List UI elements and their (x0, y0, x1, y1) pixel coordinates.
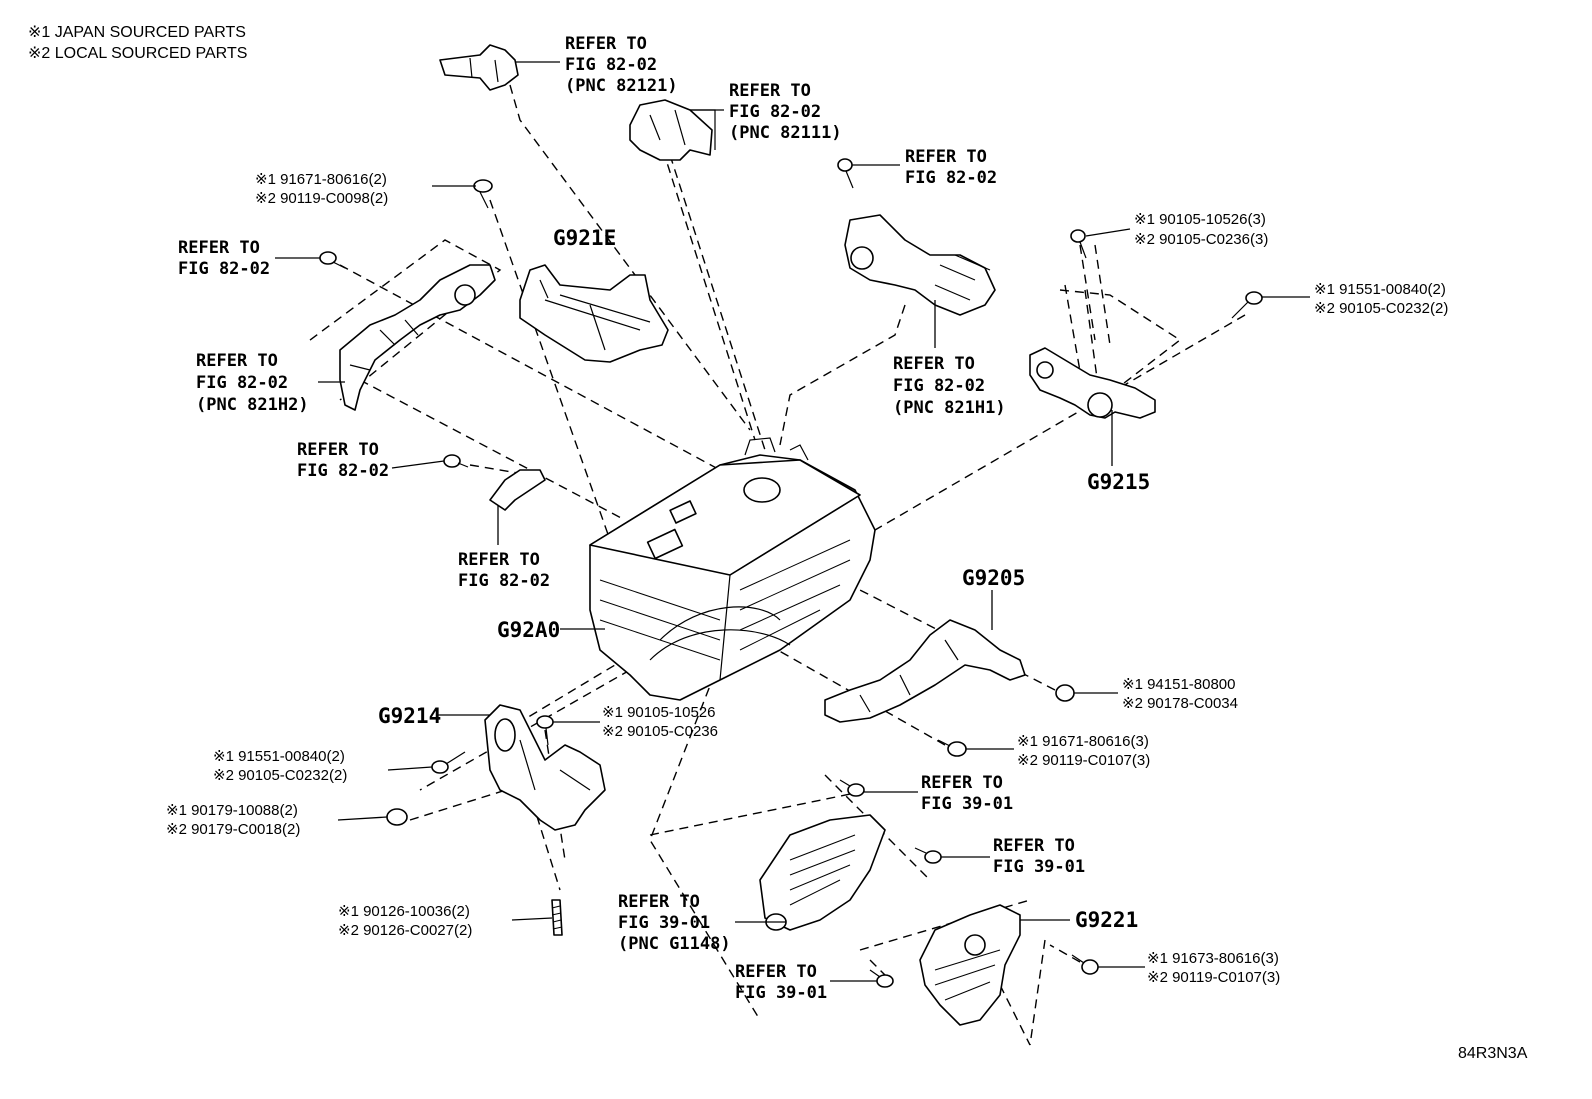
code-label-c10: ※1 91673-80616(3) ※2 90119-C0107(3) (1147, 950, 1283, 986)
figure-id: 84R3N3A (1458, 1045, 1528, 1062)
refer-label-82121: REFER TO FIG 82-02 (PNC 82121) (565, 34, 678, 96)
refer-label-39-01-a: REFER TO FIG 39-01 (921, 773, 1013, 814)
refer-label-top-right: REFER TO FIG 82-02 (905, 147, 997, 188)
leader-lines (275, 61, 1310, 982)
refer-label-mid-left: REFER TO FIG 82-02 (297, 440, 389, 481)
code-label-c9: ※1 90126-10036(2) ※2 90126-C0027(2) (338, 903, 474, 939)
refer-label-left-bolt: REFER TO FIG 82-02 (178, 238, 270, 279)
refer-label-82111: REFER TO FIG 82-02 (PNC 82111) (729, 81, 842, 143)
nut-c8-part (386, 808, 408, 826)
bracket-821h2-part (339, 264, 496, 411)
refer-label-821h2: REFER TO FIG 82-02 (PNC 821H2) (196, 351, 309, 415)
refer-label-821h1: REFER TO FIG 82-02 (PNC 821H1) (893, 354, 1006, 418)
refer-label-g1148: REFER TO FIG 39-01 (PNC G1148) (618, 892, 731, 954)
bracket-821h1-part (837, 158, 996, 316)
refer-label-39-01-c: REFER TO FIG 39-01 (735, 962, 827, 1003)
part-label-g9215: G9215 (1087, 470, 1150, 494)
code-label-c8: ※1 90179-10088(2) ※2 90179-C0018(2) (166, 802, 302, 838)
part-label-g9221: G9221 (1075, 908, 1138, 932)
connector-82111-part (629, 99, 716, 161)
bracket-g9215-part (1029, 229, 1263, 419)
code-label-c1: ※1 91671-80616(2) ※2 90119-C0098(2) (255, 171, 391, 207)
code-label-c2: ※1 90105-10526(3) ※2 90105-C0236(3) (1134, 211, 1270, 248)
part-label-g92a0: G92A0 (497, 618, 560, 642)
code-label-c3: ※1 91551-00840(2) ※2 90105-C0232(2) (1314, 281, 1450, 317)
legend-local-sourced: ※2 LOCAL SOURCED PARTS (28, 45, 247, 62)
bolt-refer-left-part (319, 251, 346, 269)
harness-82121-part (439, 44, 519, 91)
code-label-c4: ※1 94151-80800 ※2 90178-C0034 (1122, 676, 1240, 712)
part-label-g9214: G9214 (378, 704, 441, 728)
bracket-g9205-part (824, 619, 1075, 723)
part-label-g9205: G9205 (962, 566, 1025, 590)
component-g9221-part (919, 904, 1099, 1026)
code-label-c5: ※1 90105-10526 ※2 90105-C0236 (602, 704, 720, 740)
component-g1148-part (759, 779, 942, 988)
bracket-g9214-part (484, 704, 606, 831)
code-label-c7: ※1 91671-80616(3) ※2 90119-C0107(3) (1017, 733, 1153, 769)
part-label-g921e: G921E (553, 226, 616, 250)
bolt-c6-part (431, 751, 466, 774)
stud-c9-part (551, 899, 563, 936)
bracket-small-left-part (443, 454, 546, 511)
bolt-c7-part (937, 739, 967, 757)
cover-g921e-part (519, 264, 669, 363)
refer-label-small-bracket: REFER TO FIG 82-02 (458, 550, 550, 591)
code-label-c6: ※1 91551-00840(2) ※2 90105-C0232(2) (213, 748, 349, 784)
bolt-c1-part (473, 179, 493, 209)
inverter-g92a0-part (589, 437, 876, 701)
legend-japan-sourced: ※1 JAPAN SOURCED PARTS (28, 24, 246, 41)
refer-label-39-01-b: REFER TO FIG 39-01 (993, 836, 1085, 877)
